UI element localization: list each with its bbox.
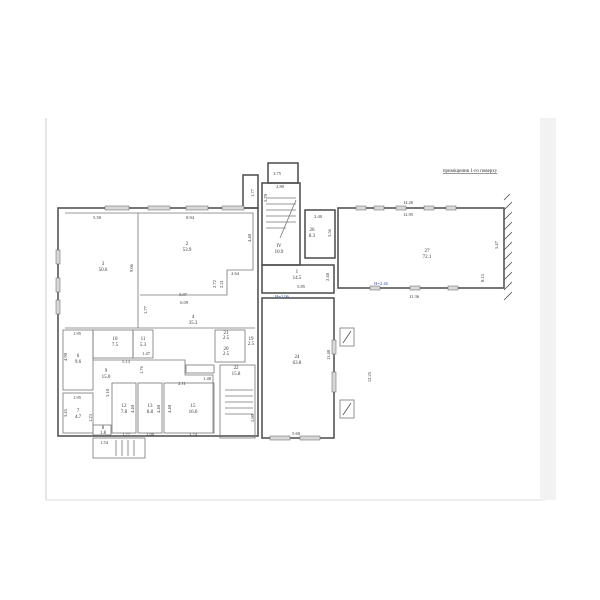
ceiling-height: H=2.46 xyxy=(374,281,388,286)
room-area: 72.1 xyxy=(423,255,432,260)
dimension: 2.64 xyxy=(231,271,240,276)
room-number: 10 xyxy=(113,337,119,342)
dimension: 5.85 xyxy=(297,284,306,289)
page-shadow xyxy=(540,118,556,500)
room-area: 1.8 xyxy=(100,431,107,436)
dimension: 1.47 xyxy=(142,351,151,356)
dimension-labels: 5.50 9.06 8.94 4.40 2.64 2.72 2.21 5.97 … xyxy=(63,171,499,445)
dimension: 8.94 xyxy=(186,215,195,220)
room-number: 27 xyxy=(425,249,431,254)
dimension: 1.48 xyxy=(203,376,212,381)
room-area: 53.9 xyxy=(183,248,192,253)
room-number: 24 xyxy=(295,355,301,360)
dimension: 4.40 xyxy=(167,404,172,413)
dimension: 5.60 xyxy=(292,431,301,436)
dimension: 1.76 xyxy=(139,365,144,374)
room-number: 13 xyxy=(148,404,154,409)
dimension: 5.13 xyxy=(122,359,131,364)
room-number: 2 xyxy=(186,242,189,247)
room-number: 26 xyxy=(310,228,316,233)
dimension: 12.25 xyxy=(367,371,372,382)
room-area: 10.9 xyxy=(275,250,284,255)
dimension: 3.56 xyxy=(327,228,332,237)
room-area: 5.3 xyxy=(140,343,147,348)
dimension: 1.77 xyxy=(122,432,131,437)
room-number: 7 xyxy=(77,409,80,414)
room-number: 9 xyxy=(105,369,108,374)
room-area: 50.6 xyxy=(99,268,108,273)
dimension: 2.40 xyxy=(314,214,323,219)
plan-caption: приміщення 1-го поверху xyxy=(443,169,498,174)
room-area: 35.3 xyxy=(189,321,198,326)
dimension: 0.15 xyxy=(480,273,485,282)
dimension: 5.70 xyxy=(263,193,268,202)
room-area: 63.8 xyxy=(293,361,302,366)
walls xyxy=(57,162,513,459)
dimension: 5.47 xyxy=(494,240,499,249)
dimension: 2.80 xyxy=(276,184,285,189)
room-area: 16.6 xyxy=(189,410,198,415)
dimension: 1.77 xyxy=(250,188,255,197)
room-number: 20 xyxy=(224,347,230,352)
dimension: 4.90 xyxy=(63,352,68,361)
ceiling-height: H=2.96 xyxy=(275,294,289,299)
dimension: 3.75 xyxy=(273,171,282,176)
dimension: 1.23 xyxy=(88,413,93,422)
dimension: 6.09 xyxy=(180,300,189,305)
dimension: 3.10 xyxy=(105,388,110,397)
dimension: 2.00 xyxy=(146,432,155,437)
room-number: I xyxy=(296,270,298,275)
dimension: 5.80 xyxy=(250,413,255,422)
dimension: 2.11 xyxy=(178,381,186,386)
room-area: 15.8 xyxy=(232,372,241,377)
room-number: 21 xyxy=(224,331,230,336)
room-number: 8 xyxy=(102,426,105,431)
dimension: 1.77 xyxy=(143,305,148,314)
dimension: 4.40 xyxy=(247,233,252,242)
dimension: 1.95 xyxy=(73,395,82,400)
room-number: 4 xyxy=(192,315,195,320)
room-area: 7.5 xyxy=(112,343,119,348)
room-area: 15.0 xyxy=(102,375,111,380)
room-area: 2.5 xyxy=(223,352,230,357)
dimension: 2.72 xyxy=(212,280,217,288)
room-area: 4.7 xyxy=(75,415,82,420)
room-number: 19 xyxy=(249,337,255,342)
dimension: 4.40 xyxy=(130,404,135,413)
room-number: 6 xyxy=(77,354,80,359)
dimension: 11.36 xyxy=(409,294,420,299)
room-area: 8.3 xyxy=(309,234,316,239)
dimension: 9.06 xyxy=(129,263,134,272)
room-area: 8.8 xyxy=(147,410,154,415)
room-area: 2.5 xyxy=(223,336,230,341)
room-number: 15 xyxy=(191,404,197,409)
dimension: 5.97 xyxy=(179,292,188,297)
dimension: 5.50 xyxy=(93,215,102,220)
dimension: 14.20 xyxy=(403,200,414,205)
dimension: 4.40 xyxy=(156,404,161,413)
dimension: 11.40 xyxy=(326,349,331,360)
room-area: 7.8 xyxy=(121,410,128,415)
room-number: IV xyxy=(276,244,282,249)
dimension: 2.21 xyxy=(219,280,224,288)
windows xyxy=(55,205,459,441)
room-number: 22 xyxy=(234,366,240,371)
dimension: 3.45 xyxy=(63,408,68,417)
dimension: 1.54 xyxy=(100,440,109,445)
dimension: 1.95 xyxy=(73,331,82,336)
room-area: 2.5 xyxy=(248,342,255,347)
room-number: 12 xyxy=(122,404,128,409)
room-number: 3 xyxy=(102,262,105,267)
room-area: 9.6 xyxy=(75,360,82,365)
room-number: 11 xyxy=(141,337,146,342)
dimension: 12.95 xyxy=(403,212,414,217)
dimension: 2.48 xyxy=(325,272,330,281)
room-area: 14.5 xyxy=(293,276,302,281)
dimension: 3.74 xyxy=(189,432,198,437)
